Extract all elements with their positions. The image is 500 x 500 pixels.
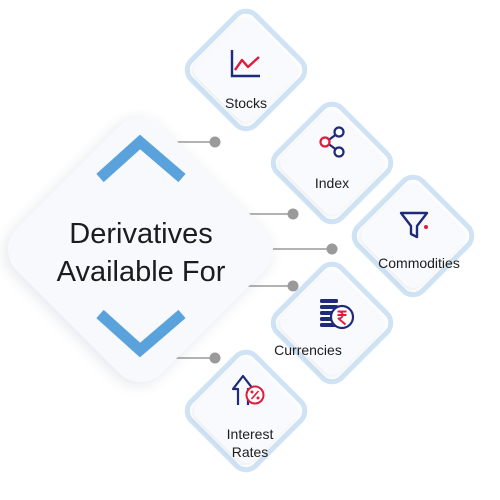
connector-dot-currencies — [287, 280, 299, 292]
line-chart-icon — [230, 50, 260, 78]
node-interest-rates-label-text: Interest Rates — [226, 426, 274, 460]
node-stocks-label: Stocks — [224, 95, 267, 111]
chevron-down-icon — [96, 309, 186, 358]
center-title: Derivatives Available For — [20, 215, 262, 291]
share-icon — [319, 126, 345, 158]
node-index-label: Index — [314, 175, 350, 191]
filter-icon — [399, 211, 429, 239]
percent-arrow-icon — [231, 374, 265, 405]
center-title-line2: Available For — [56, 256, 226, 288]
node-commodities-label: Commodities — [378, 255, 460, 271]
connector-dot-stocks — [209, 136, 221, 148]
connector-dot-commodities — [326, 243, 338, 255]
connector-dot-interest-rates — [209, 352, 221, 364]
node-currencies-label: Currencies — [274, 342, 342, 358]
rupee-coins-icon — [320, 299, 355, 330]
center-title-line1: Derivatives — [69, 218, 213, 250]
chevron-up-icon — [96, 134, 186, 183]
connector-dot-index — [287, 208, 299, 220]
node-interest-rates-label: Interest Rates — [185, 425, 315, 461]
